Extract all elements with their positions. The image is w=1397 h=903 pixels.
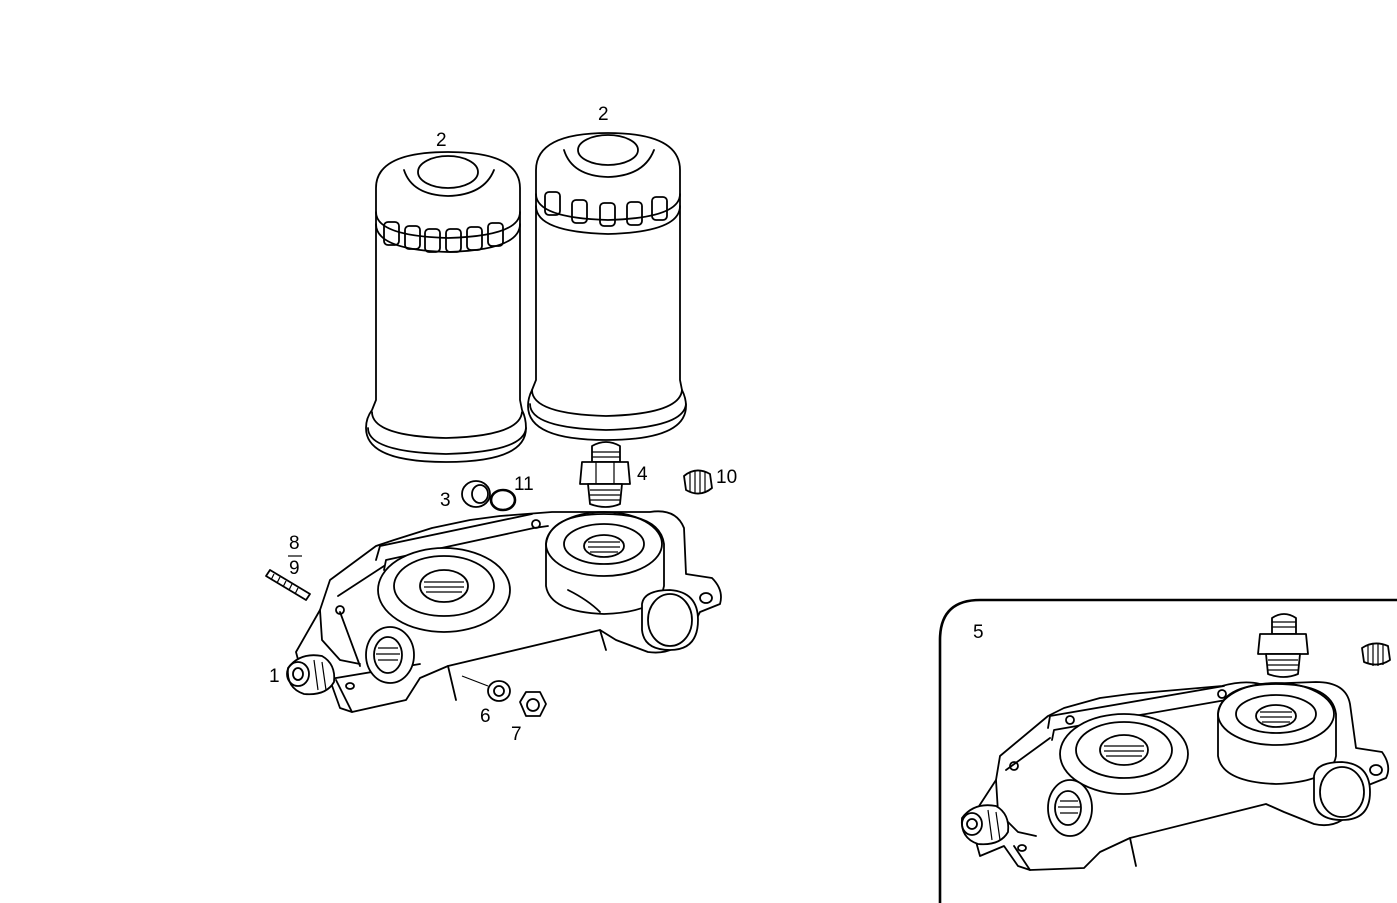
plug-fitting-part-1 (286, 654, 336, 696)
callout-nut: 7 (511, 724, 522, 745)
inset-panel (938, 598, 1397, 903)
inset-filter-head-housing (969, 681, 1390, 871)
leader-line (461, 675, 489, 687)
callout-filter-right: 2 (598, 104, 609, 125)
callout-seal-ring: 11 (514, 474, 534, 495)
oil-filter-cartridge-right (527, 132, 687, 441)
washer-part-6 (487, 680, 511, 702)
oil-filter-cartridge-left (365, 151, 527, 463)
plug-part-10 (683, 469, 713, 495)
nipple-part-4 (579, 441, 631, 508)
callout-stud-bottom: 9 (289, 558, 300, 579)
nut-part-7 (519, 691, 547, 717)
callout-filter-left: 2 (436, 130, 447, 151)
seal-ring-part-11 (489, 488, 517, 512)
callout-nipple: 4 (637, 464, 648, 485)
stud-part-8-9 (265, 569, 311, 601)
inset-plug-fitting (960, 804, 1010, 846)
callout-washer: 6 (480, 706, 491, 727)
callout-plug: 10 (716, 467, 737, 488)
callout-plug-fitting: 1 (269, 666, 280, 687)
callout-stud-top: 8 (289, 533, 300, 554)
callout-bushing: 3 (440, 490, 451, 511)
inset-nipple (1257, 613, 1309, 678)
callout-inset-label: 5 (973, 622, 984, 643)
inset-plug (1361, 642, 1391, 666)
bushing-part-3 (461, 480, 491, 508)
filter-head-housing (295, 510, 722, 713)
